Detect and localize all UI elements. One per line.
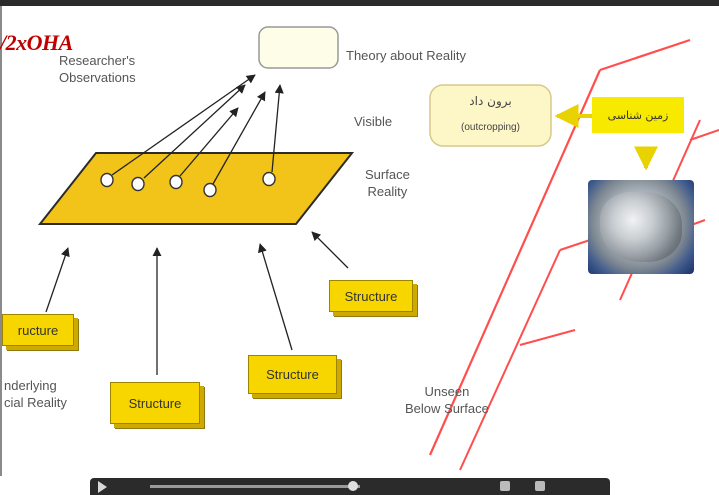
theory-box [258, 26, 339, 69]
structure-arrows [45, 231, 349, 375]
label-underlying-reality: nderlying cial Reality [4, 378, 67, 410]
outcropping-subtitle: (outcropping) [461, 122, 520, 133]
label-researchers-observations: Researcher's Observations [59, 53, 136, 85]
left-border [0, 6, 2, 476]
structure-box: Structure [110, 382, 200, 424]
observation-point [131, 176, 145, 192]
arrow [143, 84, 246, 179]
label-unseen-below-surface: Unseen Below Surface [405, 384, 489, 416]
progress-track[interactable] [150, 485, 360, 488]
arrow [212, 91, 266, 185]
label-visible: Visible [354, 114, 393, 129]
structure-box: Structure [329, 280, 413, 312]
window-top-bar [0, 0, 719, 6]
observation-arrows [111, 74, 284, 185]
progress-knob[interactable] [348, 481, 358, 491]
media-control-bar[interactable] [90, 478, 610, 495]
arrow [271, 84, 284, 173]
observation-point [100, 172, 114, 188]
settings-icon[interactable] [535, 481, 545, 491]
arrow [179, 107, 239, 177]
arrow [311, 231, 349, 269]
structure-box: Structure [248, 355, 337, 394]
arrow [45, 247, 70, 313]
observation-point [203, 182, 217, 198]
arrow [258, 243, 293, 351]
label-surface-reality: Surface Reality [365, 167, 410, 199]
volume-icon[interactable] [500, 481, 510, 491]
surface-reality-plane [37, 152, 355, 225]
outcropping-box [429, 84, 552, 147]
rock-specimen [600, 192, 682, 262]
arrow [111, 74, 256, 176]
structure-box: ructure [2, 314, 74, 346]
observation-point [169, 174, 183, 190]
play-icon[interactable] [98, 481, 107, 493]
observation-point [262, 171, 276, 187]
outcropping-title: برون داد [469, 94, 512, 108]
geology-box: زمین شناسی [592, 97, 684, 133]
watermark-tag: /2xOHA [0, 30, 73, 55]
label-theory-about-reality: Theory about Reality [346, 48, 466, 63]
observation-points [100, 171, 276, 198]
